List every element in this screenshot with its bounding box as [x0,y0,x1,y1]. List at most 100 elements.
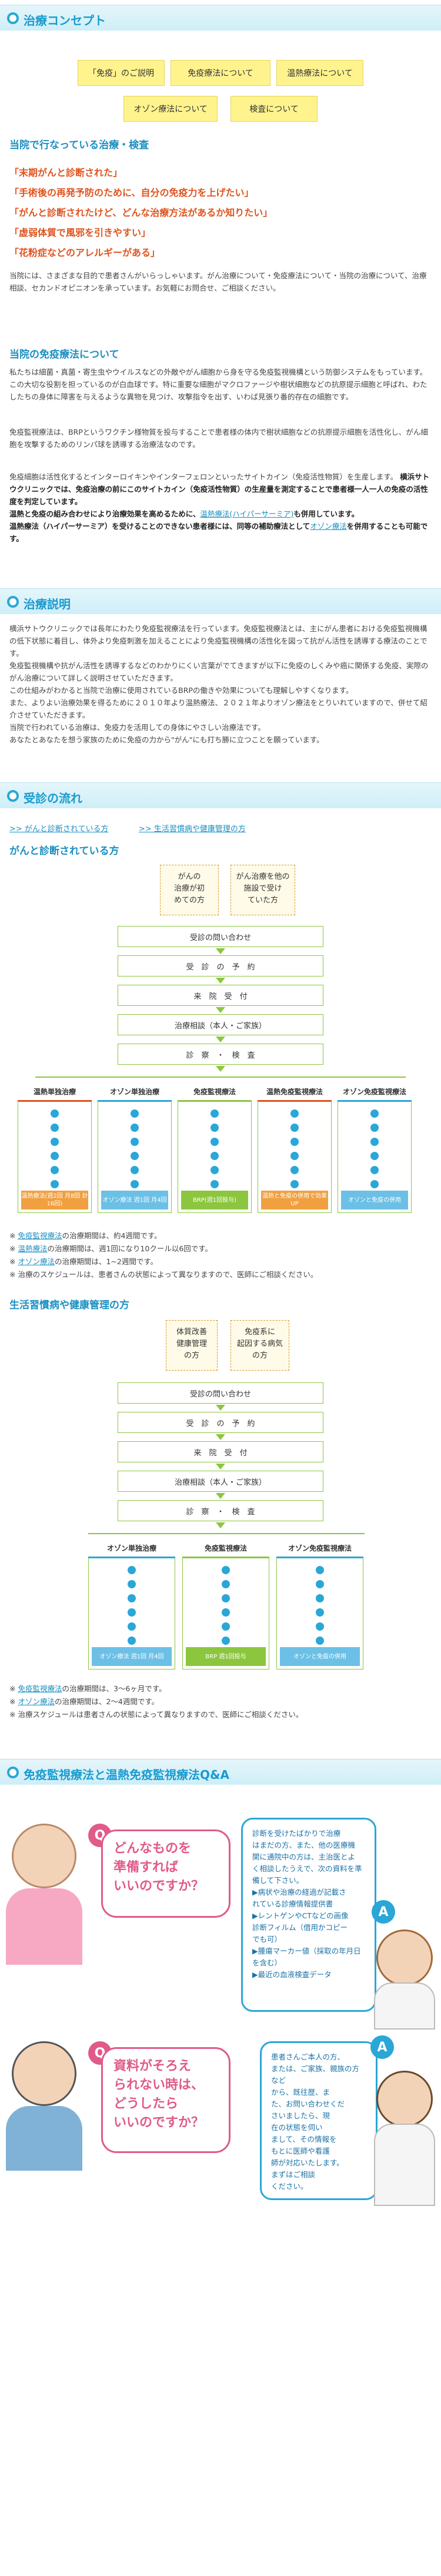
link-ozone[interactable]: オゾン療法 [18,1697,55,1706]
note-1-4: ※ 治療のスケジュールは、患者さんの状態によって異なりますので、医師にご相談くだ… [9,1270,318,1279]
start-box-first-time: がんの 治療が初 めての方 [160,865,219,915]
chip-immune-explain[interactable]: 「免疫」のご説明 [78,60,165,86]
link-ozone[interactable]: オゾン療法 [310,522,347,531]
answer-line: まして、その情報を [271,2135,337,2144]
treatment-column-footer: オゾンと免疫の併用 [341,1191,408,1209]
note-2-1: ※ 免疫監視療法の治療期間は、3～6ヶ月です。 [9,1684,166,1693]
dash-line: 治療が初 [173,884,205,893]
chip-ozone[interactable]: オゾン療法について [123,96,218,122]
link-cancer-diagnosed[interactable]: >> がんと診断されている方 [9,825,109,834]
treatment-week-dot [290,1124,299,1132]
heading-current-treatment: 当院で行なっている治療・検査 [9,139,149,151]
answer-line: ▶レントゲンやCTなどの画像 [252,1911,349,1920]
chip-inspection[interactable]: 検査について [230,96,318,122]
step-reservation: 受 診 の 予 約 [118,955,323,977]
treatment-column-footer: 温熱療法(週2回 月8回 計16回) [21,1191,88,1209]
arrow-down-icon [216,1522,225,1528]
answer-line: もとに医師や看護 [271,2147,330,2155]
answer-line: れている診療情報提供書 [252,1899,333,1908]
concept-paragraph-1: 当院には、さまざまな目的で患者さんがいらっしゃいます。がん治療について・免疫療法… [9,271,427,292]
treatment-column-footer: オゾン療法 週1回 月4回 [101,1191,168,1209]
dash-line: 免疫系に [244,1328,275,1337]
treatment-week-dot [316,1637,324,1645]
treatment-week-dot [128,1580,136,1588]
concept-paragraph-2: 私たちは細菌・真菌・寄生虫やウイルスなどの外敵やがん細胞から身を守る免疫監視機構… [9,368,427,401]
arrow-down-icon [216,1405,225,1411]
concept-paragraph-3: 免疫監視療法は、BRPというワクチン様物質を投与することで患者様の体内で樹状細胞… [9,428,428,449]
branch-line [88,1533,365,1534]
answer-line: から、既往歴、ま [271,2088,330,2097]
note-text: の治療期間は、約4週間です。 [62,1231,162,1240]
link-lifestyle[interactable]: >> 生活習慣病や健康管理の方 [139,825,246,834]
step-reservation: 受 診 の 予 約 [118,1412,323,1433]
treatment-week-dot [222,1622,230,1631]
heading-cancer-flow: がんと診断されている方 [9,845,119,857]
note-text: の治療期間は、3～6ヶ月です。 [62,1684,166,1693]
arrow-down-icon [216,1066,225,1072]
answer-line: 師が対応いたします。 [271,2158,344,2167]
treatment-week-dot [128,1594,136,1602]
paragraph-4a: 免疫細胞は活性化するとインターロイキンやインターフェロンといったサイトカイン（免… [9,472,398,481]
answer-line: た、お問い合わせくだ [271,2100,345,2108]
red-line-3: 「がんと診断されたけど、どんな治療方法があるか知りたい」 [9,207,273,218]
treatment-week-dot [51,1109,59,1118]
treatment-week-dot [222,1594,230,1602]
note-text: 治療のスケジュールは、患者さんの状態によって異なりますので、医師にご相談ください… [18,1270,318,1279]
treatment-week-dot [370,1109,379,1118]
answer-line: 備して下さい。 [252,1876,304,1885]
treatment-column-header: 温熱単独治療 [18,1083,92,1102]
dash-line: の方 [252,1351,268,1360]
start-box-health: 体質改善 健康管理 の方 [166,1320,218,1371]
link-hyperthermia[interactable]: 温熱療法(ハイパーサーミア) [200,509,294,518]
answer-line: ▶病状や治療の経過が記載さ [252,1888,346,1897]
treatment-week-dot [316,1608,324,1617]
answer-icon: A [370,2035,394,2059]
treatment-week-dot [211,1180,219,1188]
heading-lifestyle-flow: 生活習慣病や健康管理の方 [9,1299,129,1311]
paragraph-4c: 温熱と免疫の組み合わせにより治療効果を高めるために、 [9,509,201,518]
answer-line: を含む） [252,1958,282,1967]
dash-line: 起因する病気 [236,1339,283,1348]
dash-line: がんの [178,872,201,881]
link-ozone[interactable]: オゾン療法 [18,1257,55,1266]
question-line: どうしたら [113,2097,179,2111]
treatment-column-header: オゾン単独治療 [98,1083,172,1102]
answer-line: 診断フィルム（借用かコピー [252,1923,348,1932]
paragraph-4c-tail: も併用しています。 [293,509,359,518]
chip-hyperthermia[interactable]: 温熱療法について [276,60,363,86]
dash-line: 施設で受け [243,884,282,893]
step-exam: 診 察 ・ 検 査 [118,1500,323,1521]
treatment-week-dot [131,1166,139,1174]
treatment-week-dot [290,1166,299,1174]
nurse-illustration-icon [12,1824,76,1888]
treatment-week-dot [370,1180,379,1188]
question-line: どんなものを [113,1841,192,1856]
chip-immunotherapy[interactable]: 免疫療法について [171,60,270,86]
treatment-column-footer: BRP(週1回投与) [181,1191,248,1209]
link-hyperthermia[interactable]: 温熱療法 [18,1244,48,1253]
link-immune-monitoring[interactable]: 免疫監視療法 [18,1684,62,1693]
branch-line [35,1077,406,1078]
section-title: 免疫監視療法と温熱免疫監視療法Q&A [24,1768,229,1782]
link-immune-monitoring[interactable]: 免疫監視療法 [18,1231,62,1240]
treatment-week-dot [370,1152,379,1160]
person-body-icon [6,2106,82,2171]
red-line-2: 「手術後の再発予防のために、自分の免疫力を上げたい」 [9,187,254,198]
note-1-2: ※ 温熱療法の治療期間は、週1回になり10クール以6回です。 [9,1244,213,1253]
person-body-icon [374,2124,435,2206]
answer-line: 患者さんご本人の方、 [271,2052,345,2061]
answer-lines: 患者さんご本人の方、または、ご家族、親族の方などから、既往歴、また、お問い合わせ… [271,2051,366,2192]
section-header-qa: 免疫監視療法と温熱免疫監視療法Q&A [0,1759,441,1785]
concept-paragraph-4: 免疫細胞は活性化するとインターロイキンやインターフェロンといったサイトカイン（免… [9,471,432,545]
arrow-down-icon [216,1007,225,1013]
answer-line: 在の状態を伺い [271,2123,323,2132]
answer-line: 関に通院中の方は、主治医とよ [252,1852,356,1861]
treatment-week-dot [222,1637,230,1645]
treatment-week-dot [211,1138,219,1146]
question-line: いいのですか？ [113,1879,205,1894]
dash-line: の方 [183,1351,199,1360]
person-body-icon [374,1982,435,2030]
answer-line: ください。 [271,2182,308,2191]
answer-line: ▶最近の血液検査データ [252,1970,332,1979]
